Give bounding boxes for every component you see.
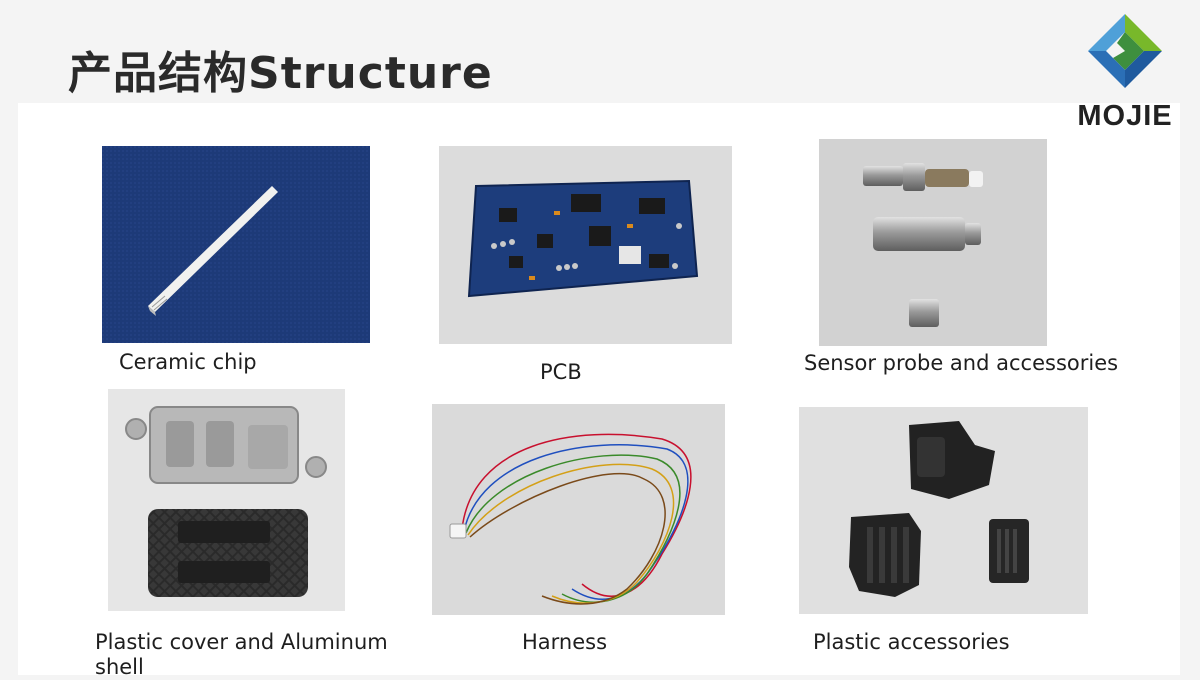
caption-sensor-probe: Sensor probe and accessories: [804, 351, 1119, 375]
page-title: 产品结构Structure: [68, 48, 493, 99]
caption-pcb: PCB: [540, 360, 582, 384]
logo-wordmark: MOJIE: [1077, 100, 1173, 132]
caption-ceramic-chip: Ceramic chip: [119, 350, 257, 374]
brand-logo: MOJIE: [1070, 12, 1180, 132]
cover-shell-image: [108, 389, 345, 611]
caption-harness: Harness: [522, 630, 608, 654]
caption-plastic-accessories: Plastic accessories: [813, 630, 1010, 654]
caption-cover-shell: Plastic cover and Aluminum shell: [95, 630, 388, 679]
plastic-accessories-image: [799, 407, 1088, 614]
sensor-probe-image: [819, 139, 1047, 346]
mojie-logo-icon: [1088, 14, 1162, 88]
ceramic-chip-image: [102, 146, 370, 343]
harness-image: [432, 404, 725, 615]
pcb-image: [439, 146, 732, 344]
